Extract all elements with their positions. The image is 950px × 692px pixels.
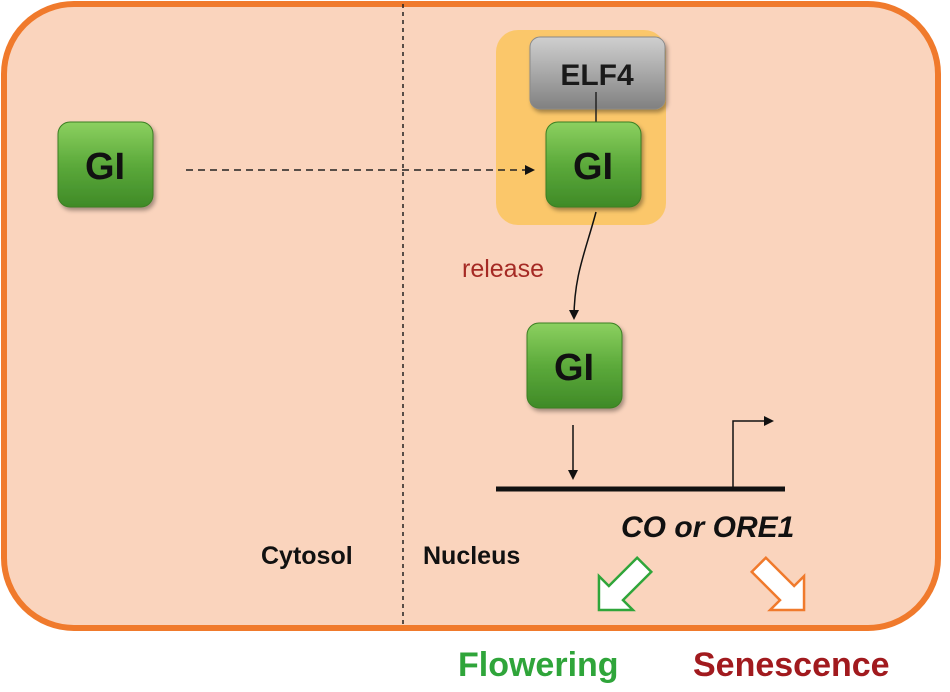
cell-boundary bbox=[1, 1, 941, 631]
flowering-arrow bbox=[597, 555, 654, 612]
elf4-protein: ELF4 bbox=[529, 36, 666, 110]
transcription-start-arrow bbox=[732, 416, 774, 487]
flowering-label: Flowering bbox=[458, 646, 619, 684]
senescence-arrow bbox=[749, 555, 806, 612]
senescence-label: Senescence bbox=[693, 646, 890, 684]
cytosol-label: Cytosol bbox=[261, 542, 353, 570]
gi-released-label: GI bbox=[554, 347, 594, 389]
gene-label: CO or ORE1 bbox=[621, 511, 794, 544]
gi-protein-complex: GI bbox=[545, 121, 642, 208]
gi-complex-label: GI bbox=[573, 146, 613, 188]
nucleus-label: Nucleus bbox=[423, 542, 520, 570]
release-label: release bbox=[462, 255, 544, 283]
gi-protein-released: GI bbox=[526, 322, 623, 409]
release-arrow bbox=[569, 211, 597, 320]
gi-protein-cytosol: GI bbox=[57, 121, 154, 208]
gi-cytosol-label: GI bbox=[85, 146, 125, 188]
elf4-label: ELF4 bbox=[560, 59, 634, 92]
